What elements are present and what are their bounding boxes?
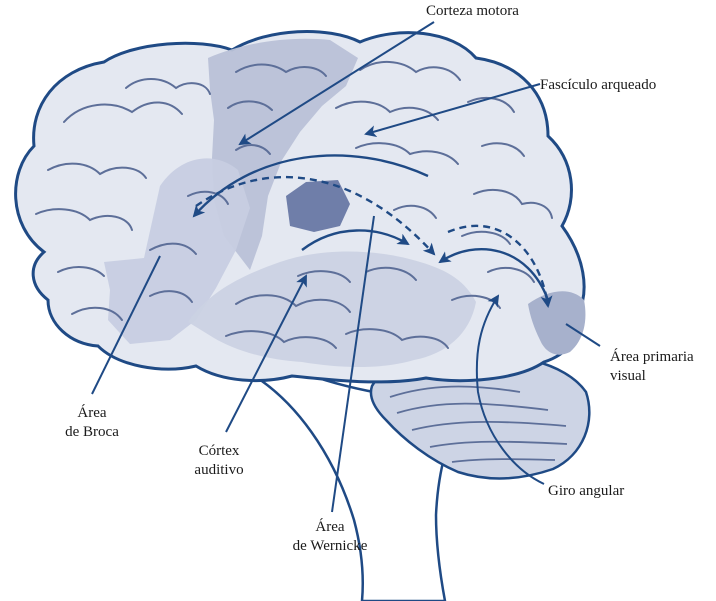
leader-wernicke: [331, 215, 375, 513]
arc-wernicke-to-visual: [447, 224, 553, 308]
label-auditory-cortex: Córtex auditivo: [194, 443, 244, 478]
leader-broca: [91, 255, 161, 395]
label-arcuate-fasciculus: Fascículo arqueado: [540, 77, 657, 93]
leader-auditory: [225, 274, 307, 433]
arc-visual-to-wernicke: [438, 248, 550, 301]
label-visual-area: Área primaria visual: [610, 349, 694, 384]
insula-region: [286, 180, 350, 232]
label-angular-gyrus: Giro angular: [548, 483, 625, 499]
arc-broca-to-wernicke: [195, 175, 436, 256]
label-broca-area: Área de Broca: [65, 405, 119, 440]
label-wernicke-area: Área de Wernicke: [292, 519, 368, 554]
label-motor-cortex: Corteza motora: [426, 3, 519, 19]
leader-lines: [91, 21, 601, 513]
arc-auditory-to-wernicke: [301, 229, 410, 251]
pathway-arrows: [192, 154, 553, 308]
leader-arcuate: [364, 83, 541, 138]
cerebrum: [14, 30, 586, 384]
leader-motor-cortex: [238, 21, 435, 146]
leader-visual: [565, 323, 601, 347]
leader-angular-gyrus: [475, 294, 545, 485]
cerebellum: [369, 354, 591, 480]
temporal-region: [188, 251, 476, 367]
